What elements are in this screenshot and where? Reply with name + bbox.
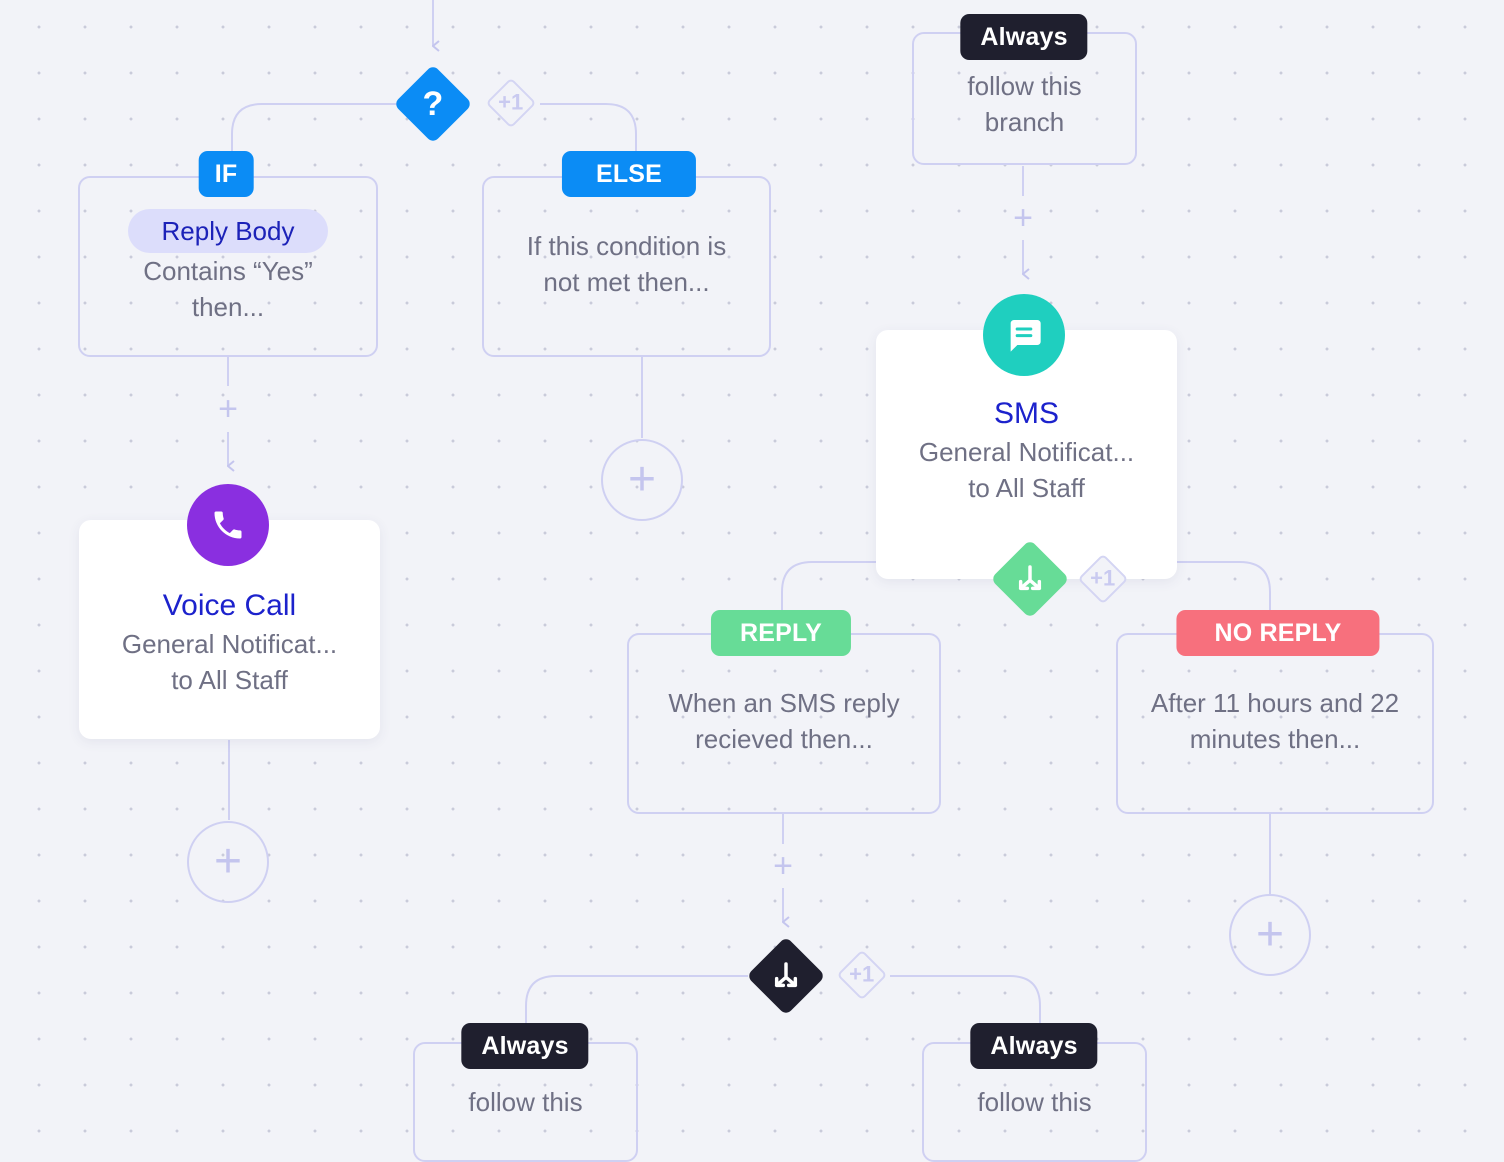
add-step-button[interactable]: + — [187, 821, 269, 903]
plus-icon: + — [213, 835, 243, 888]
split-arrows-icon — [770, 960, 802, 992]
add-step-button[interactable]: + — [1229, 894, 1311, 976]
voice-call-recipients: to All Staff — [171, 665, 288, 695]
else-branch-card[interactable]: If this condition is not met then... — [482, 176, 771, 357]
phone-icon — [187, 484, 269, 566]
connector-no-reply-branch — [1130, 561, 1271, 612]
if-branch-card[interactable]: Reply Body Contains “Yes” then... — [78, 176, 378, 357]
connector-reply-branch — [781, 561, 990, 612]
always-branch-text: follow this — [468, 1087, 583, 1117]
add-branch-label: +1 — [849, 962, 875, 987]
insert-step-plus[interactable]: + — [773, 847, 793, 885]
connector-bottom-left — [525, 975, 748, 1026]
plus-icon: + — [1255, 908, 1285, 961]
always-branch-text: follow this — [977, 1087, 1092, 1117]
add-branch-label: +1 — [1090, 566, 1116, 591]
connector-else-branch — [540, 103, 637, 158]
insert-step-plus[interactable]: + — [1013, 199, 1033, 237]
no-reply-badge: NO REPLY — [1176, 610, 1380, 656]
if-badge: IF — [198, 151, 254, 197]
always-branch-card-right[interactable]: follow this — [922, 1042, 1147, 1162]
sms-recipients: to All Staff — [968, 473, 1085, 503]
sms-title: SMS — [993, 397, 1059, 430]
workflow-canvas: ? +1 Reply Body Contains “Yes” then... I… — [78, 0, 1434, 1162]
connector-if-branch — [231, 103, 400, 158]
no-reply-branch-card[interactable]: After 11 hours and 22 minutes then... — [1116, 633, 1434, 814]
always-branch-text: follow this branch — [967, 70, 1082, 137]
sms-split-diamond[interactable] — [990, 539, 1070, 619]
else-condition-text: If this condition is not met then... — [526, 230, 727, 297]
reply-badge: REPLY — [710, 610, 852, 656]
else-badge: ELSE — [561, 151, 697, 197]
always-badge: Always — [461, 1023, 589, 1069]
bottom-split-diamond[interactable] — [746, 936, 826, 1016]
always-badge: Always — [970, 1023, 1098, 1069]
insert-step-plus[interactable]: + — [218, 390, 238, 428]
reply-condition-text: When an SMS reply recieved then... — [668, 687, 900, 754]
always-badge: Always — [960, 14, 1088, 60]
plus-icon: + — [627, 453, 657, 506]
connector-lines — [227, 0, 1271, 1026]
add-step-button[interactable]: + — [601, 439, 683, 521]
if-condition-text: Contains “Yes” then... — [143, 255, 313, 322]
chat-message-icon — [983, 294, 1065, 376]
split-arrows-icon — [1014, 563, 1046, 595]
add-branch-label: +1 — [498, 90, 524, 115]
connector-bottom-right — [890, 975, 1041, 1026]
reply-branch-card[interactable]: When an SMS reply recieved then... — [627, 633, 941, 814]
voice-call-message: General Notificat... — [121, 629, 338, 659]
reply-body-field[interactable]: Reply Body — [127, 208, 329, 253]
voice-call-title: Voice Call — [162, 589, 297, 622]
no-reply-condition-text: After 11 hours and 22 minutes then... — [1150, 687, 1400, 754]
question-mark-icon: ? — [422, 84, 444, 123]
sms-message: General Notificat... — [918, 437, 1135, 467]
